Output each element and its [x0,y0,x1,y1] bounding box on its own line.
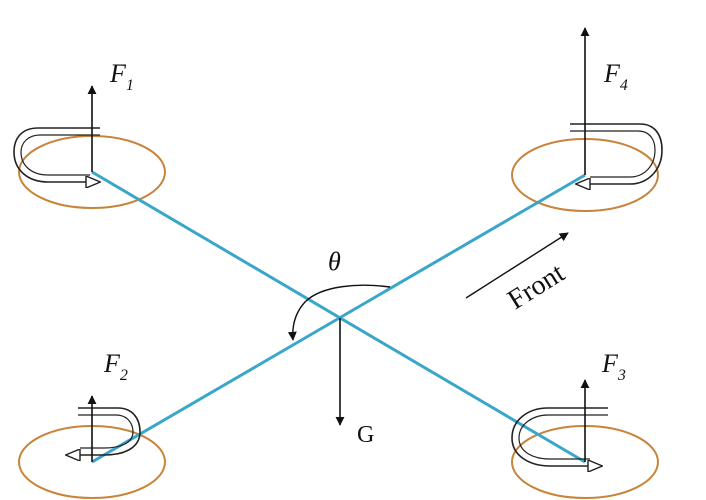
front-direction-arrow [465,232,569,299]
theta-angle-arc [287,284,391,341]
frame-arm-2-4 [91,173,586,464]
force-label-f3: F3 [601,349,626,384]
curved-rotation-arrow-icon [68,407,141,455]
force-label-f4: F4 [603,59,628,94]
force-label-f1: F1 [109,59,134,94]
theta-label: θ [328,247,341,276]
curved-rotation-arrow-icon [13,127,100,182]
gravity-label: G [357,422,374,448]
front-label: Front [502,257,570,316]
force-label-f2: F2 [103,349,128,384]
curved-rotation-arrow-icon [570,123,663,184]
curved-rotation-arrow-icon [511,407,608,466]
